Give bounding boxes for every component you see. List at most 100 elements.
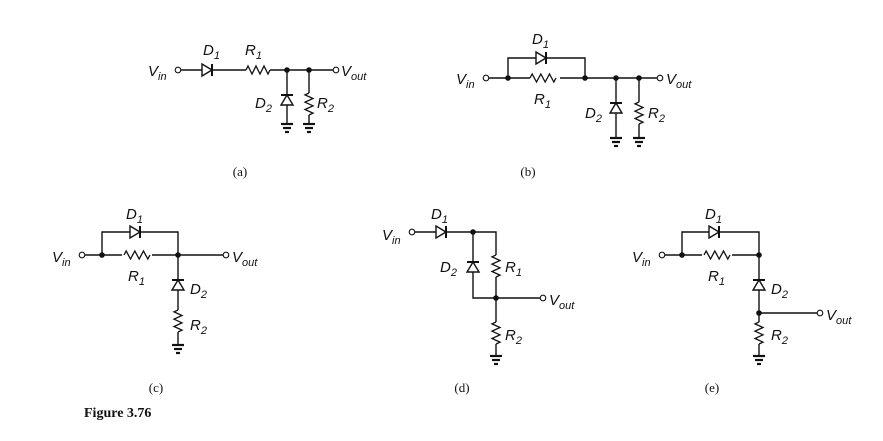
vin-label-main: V xyxy=(52,249,64,266)
r1-label-subscript: 1 xyxy=(139,276,145,288)
resistor-symbol xyxy=(172,309,184,333)
diode-symbol xyxy=(201,62,214,78)
wire xyxy=(719,231,760,255)
terminal xyxy=(539,294,547,302)
r1-label: R1 xyxy=(128,268,145,288)
terminal xyxy=(332,66,340,74)
vout-label: Vout xyxy=(232,249,258,269)
d1-label-subscript: 1 xyxy=(442,214,448,226)
vout-label-subscript: out xyxy=(242,257,258,269)
vout-label-subscript: out xyxy=(836,315,852,327)
d2-label: D2 xyxy=(255,95,272,115)
r1-label-subscript: 1 xyxy=(516,267,522,279)
vout-label: Vout xyxy=(341,63,367,83)
r1-label-subscript: 1 xyxy=(256,50,262,62)
vout-label-main: V xyxy=(232,249,244,266)
d2-label-main: D xyxy=(585,105,596,122)
d2-label-subscript: 2 xyxy=(781,289,788,301)
resistor-gap xyxy=(530,73,560,83)
resistor-symbol xyxy=(490,254,502,278)
r2-label-subscript: 2 xyxy=(515,335,522,347)
d1-label-main: D xyxy=(532,31,543,48)
diode-symbol xyxy=(435,224,448,240)
vout-label-main: V xyxy=(666,71,678,88)
r1-label-main: R xyxy=(245,42,256,59)
d1-label-main: D xyxy=(126,206,137,223)
resistor-symbol xyxy=(490,321,502,345)
r2-label-subscript: 2 xyxy=(781,335,788,347)
r1-label-main: R xyxy=(505,259,516,276)
d2-label-main: D xyxy=(771,281,782,298)
wire xyxy=(507,57,536,78)
vin-label: Vin xyxy=(148,63,167,83)
terminal xyxy=(78,251,86,259)
diode-symbol xyxy=(608,101,624,114)
circuit-caption: (b) xyxy=(520,164,535,179)
diode-symbol xyxy=(129,224,142,240)
vout-label: Vout xyxy=(666,71,692,91)
d1-label: D1 xyxy=(705,206,722,226)
terminal xyxy=(408,228,416,236)
terminal xyxy=(656,74,664,82)
r2-label: R2 xyxy=(771,327,788,347)
r1-label: R1 xyxy=(505,259,522,279)
d1-label: D1 xyxy=(431,206,448,226)
r2-label-main: R xyxy=(317,95,328,112)
d2-label: D2 xyxy=(440,259,457,279)
r1-label-main: R xyxy=(708,268,719,285)
wire xyxy=(473,231,497,255)
r2-label-subscript: 2 xyxy=(327,103,334,115)
d2-label-main: D xyxy=(190,281,201,298)
terminal xyxy=(222,251,230,259)
vin-label: Vin xyxy=(632,249,651,269)
d1-label-main: D xyxy=(705,206,716,223)
d2-label-subscript: 2 xyxy=(200,289,207,301)
d2-label-subscript: 2 xyxy=(595,113,602,125)
d2-label: D2 xyxy=(585,105,602,125)
d1-label-main: D xyxy=(203,42,214,59)
vin-label: Vin xyxy=(456,71,475,91)
circuit-caption: (a) xyxy=(233,164,247,179)
r1-label: R1 xyxy=(534,91,551,111)
wire xyxy=(140,231,179,255)
d2-label-main: D xyxy=(440,259,451,276)
r2-label: R2 xyxy=(317,95,334,115)
resistor-symbol xyxy=(753,321,765,345)
d2-label: D2 xyxy=(771,281,788,301)
d2-label-main: D xyxy=(255,95,266,112)
r1-label-main: R xyxy=(128,268,139,285)
diode-symbol xyxy=(170,278,186,291)
r2-label-main: R xyxy=(505,327,516,344)
vout-label-subscript: out xyxy=(559,300,575,312)
diode-symbol xyxy=(279,93,295,106)
r2-label: R2 xyxy=(648,105,665,125)
terminal xyxy=(482,74,490,82)
vin-label-subscript: in xyxy=(466,79,475,91)
r1-label-subscript: 1 xyxy=(545,99,551,111)
terminal xyxy=(816,309,824,317)
d1-label: D1 xyxy=(126,206,143,226)
vin-label-subscript: in xyxy=(392,235,401,247)
vin-label-main: V xyxy=(148,63,160,80)
d2-label-subscript: 2 xyxy=(265,103,272,115)
resistor-symbol xyxy=(123,249,151,261)
resistor-symbol xyxy=(703,249,731,261)
resistor-symbol xyxy=(633,101,645,125)
d1-label-main: D xyxy=(431,206,442,223)
resistor-symbol xyxy=(245,64,271,76)
vin-label-main: V xyxy=(632,249,644,266)
r2-label: R2 xyxy=(505,327,522,347)
d1-label: D1 xyxy=(532,31,549,51)
wire xyxy=(472,272,496,299)
circuit-caption: (e) xyxy=(705,380,719,395)
r1-label-subscript: 1 xyxy=(719,276,725,288)
resistor-symbol xyxy=(529,72,557,84)
wire xyxy=(546,57,586,78)
vin-label-subscript: in xyxy=(62,257,71,269)
r2-label-main: R xyxy=(190,317,201,334)
r2-label-subscript: 2 xyxy=(200,325,207,337)
d1-label: D1 xyxy=(203,42,220,62)
